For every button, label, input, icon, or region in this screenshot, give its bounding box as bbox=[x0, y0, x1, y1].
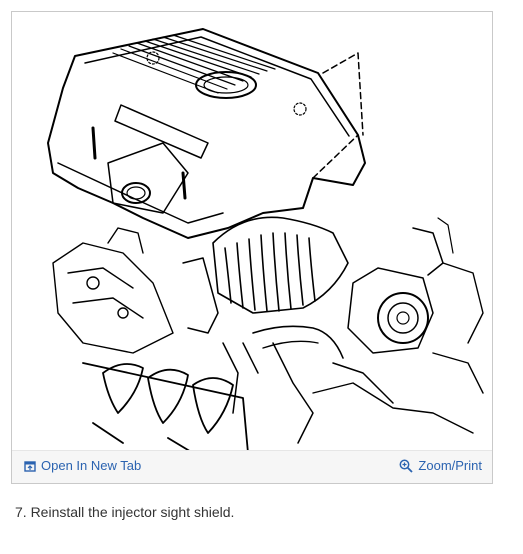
zoom-print-label: Zoom/Print bbox=[418, 458, 482, 473]
open-new-tab-icon bbox=[24, 460, 36, 472]
engine-line-drawing bbox=[47, 28, 484, 453]
image-toolbar: Open In New Tab Zoom/Print bbox=[12, 450, 492, 483]
open-in-new-tab-link[interactable]: Open In New Tab bbox=[24, 458, 141, 473]
zoom-print-link[interactable]: Zoom/Print bbox=[399, 458, 482, 473]
step-caption: 7. Reinstall the injector sight shield. bbox=[15, 504, 235, 520]
magnifier-zoom-icon bbox=[399, 459, 414, 473]
figure-frame: Open In New Tab Zoom/Print bbox=[11, 11, 493, 484]
open-in-new-tab-label: Open In New Tab bbox=[41, 458, 142, 473]
engine-diagram bbox=[13, 13, 491, 453]
